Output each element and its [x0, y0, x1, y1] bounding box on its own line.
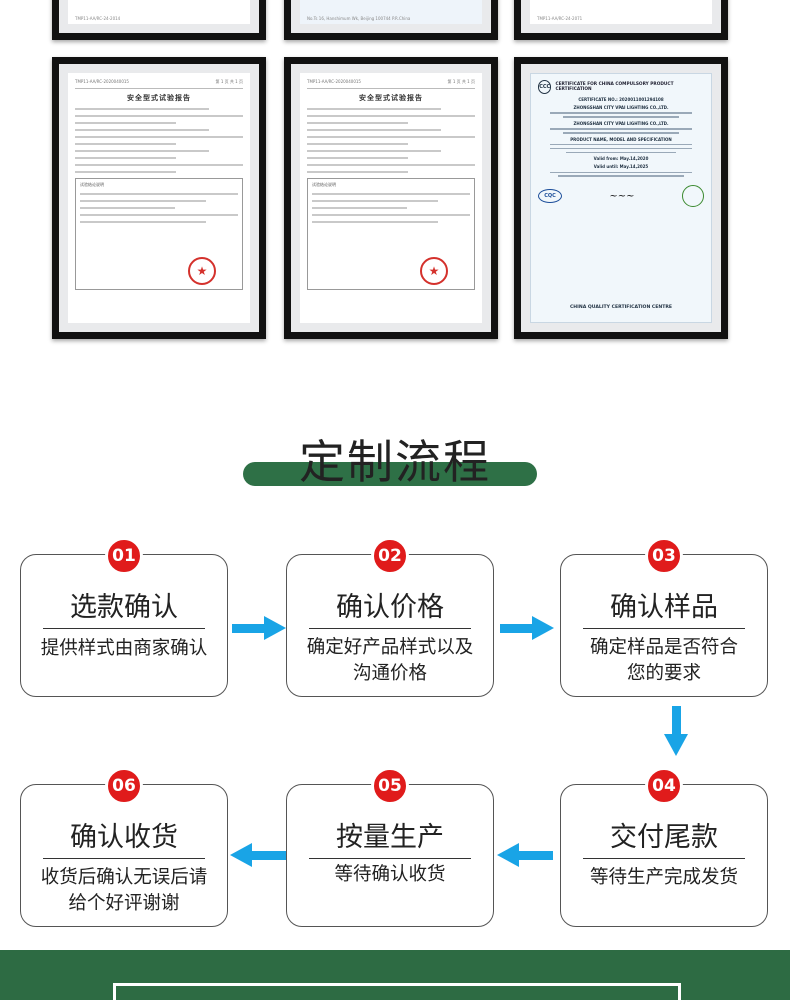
step-description-line: 等待生产完成发货 — [589, 867, 738, 888]
step-name: 选款确认 — [70, 592, 178, 623]
step-description: 提供样式由商家确认 — [29, 636, 219, 662]
frame-footer: No.Ts 16, Hanshimum Wk, Beijing 100744 P… — [307, 16, 411, 21]
ccc-certificate: CCC CERTIFICATE FOR CHINA COMPULSORY PRO… — [530, 73, 712, 323]
step-description-line: 收货后确认无误后请 — [40, 867, 208, 888]
step-name: 按量生产 — [336, 822, 444, 853]
frame-footer: TMP11-AA/RC-24-2071 — [537, 16, 583, 21]
step-description-line: 提供样式由商家确认 — [40, 638, 208, 659]
step-description-line: 给个好评谢谢 — [68, 893, 180, 914]
conclusion-box: 试验结论说明 — [75, 178, 243, 290]
step-name: 确认价格 — [336, 592, 444, 623]
step-description: 收货后确认无误后请 给个好评谢谢 — [29, 865, 219, 917]
conclusion-title: 试验结论说明 — [80, 182, 104, 187]
title-underline-bar — [243, 462, 537, 486]
green-stamp-icon — [681, 185, 704, 208]
certificate-frame-1: TMP11-AA/RC-2020040015 第 1 页 共 1 页 安全型式试验… — [52, 57, 266, 339]
arrow-right-icon — [500, 616, 556, 641]
page-count: 第 1 页 共 1 页 — [447, 79, 475, 84]
step-name: 确认收货 — [70, 822, 178, 853]
divider — [583, 858, 745, 859]
ccc-logo-icon: CCC — [538, 80, 552, 94]
certificate-frame-top-2: No.Ts 16, Hanshimum Wk, Beijing 100744 P… — [284, 0, 498, 40]
step-description-line: 确定样品是否符合 — [589, 637, 738, 658]
divider — [309, 858, 471, 859]
certificate-frame-top-3: TMP11-AA/RC-24-2071 — [514, 0, 728, 40]
report-title: 安全型式试验报告 — [127, 94, 191, 102]
ccc-valid-until: Valid until: May.14,2025 — [593, 164, 649, 170]
report-number: TMP11-AA/RC-2020040015 — [307, 79, 361, 84]
page-count: 第 1 页 共 1 页 — [215, 79, 243, 84]
section-title: 定制流程 — [299, 435, 491, 489]
footer-band — [0, 950, 790, 1000]
frame-footer: TMP11-AA/RC-24-2014 — [75, 16, 121, 21]
cqc-logo-icon: CQC — [538, 189, 562, 204]
signature: ~~~ — [609, 190, 635, 202]
step-description: 等待确认收货 — [295, 862, 485, 888]
step-card-01: 01 选款确认 提供样式由商家确认 — [20, 537, 228, 697]
ccc-centre: CHINA QUALITY CERTIFICATION CENTRE — [569, 305, 673, 310]
footer-frame — [113, 983, 681, 1000]
arrow-left-icon — [497, 843, 553, 868]
report-number: TMP11-AA/RC-2020040015 — [75, 79, 129, 84]
step-number-badge: 01 — [105, 537, 143, 575]
step-number-badge: 04 — [645, 767, 683, 805]
divider — [583, 628, 745, 629]
ccc-manufacturer: ZHONGSHAN CITY VPAI LIGHTING CO.,LTD. — [573, 120, 669, 126]
certificate-frame-3: CCC CERTIFICATE FOR CHINA COMPULSORY PRO… — [514, 57, 728, 339]
arrow-down-icon — [664, 706, 689, 758]
arrow-left-icon — [230, 843, 286, 868]
ccc-number: CERTIFICATE NO.: 2020011001294108 — [578, 97, 664, 102]
conclusion-box: 试验结论说明 — [307, 178, 475, 290]
step-description-line: 等待确认收货 — [334, 864, 446, 885]
step-description: 确定好产品样式以及 沟通价格 — [295, 635, 485, 687]
divider — [309, 628, 471, 629]
conclusion-title: 试验结论说明 — [312, 182, 336, 187]
test-report: TMP11-AA/RC-2020040015 第 1 页 共 1 页 安全型式试验… — [300, 73, 482, 323]
divider — [43, 858, 205, 859]
ccc-valid-from: Valid from: May.14,2020 — [593, 156, 649, 162]
step-number-badge: 05 — [371, 767, 409, 805]
certificate-frame-top-1: TMP11-AA/RC-24-2014 — [52, 0, 266, 40]
step-card-02: 02 确认价格 确定好产品样式以及 沟通价格 — [286, 537, 494, 697]
red-seal-icon: ★ — [420, 257, 448, 285]
step-description: 确定样品是否符合 您的要求 — [569, 635, 759, 687]
step-number-badge: 03 — [645, 537, 683, 575]
red-seal-icon: ★ — [188, 257, 216, 285]
divider — [43, 628, 205, 629]
ccc-applicant: ZHONGSHAN CITY VPAI LIGHTING CO.,LTD. — [573, 105, 669, 110]
report-title: 安全型式试验报告 — [359, 94, 423, 102]
ccc-product: PRODUCT NAME, MODEL AND SPECIFICATION — [570, 136, 672, 142]
step-number-badge: 02 — [371, 537, 409, 575]
test-report: TMP11-AA/RC-2020040015 第 1 页 共 1 页 安全型式试验… — [68, 73, 250, 323]
step-description-line: 您的要求 — [626, 663, 701, 684]
step-card-04: 04 交付尾款 等待生产完成发货 — [560, 767, 768, 927]
step-description: 等待生产完成发货 — [569, 865, 759, 891]
step-name: 确认样品 — [610, 592, 718, 623]
step-card-03: 03 确认样品 确定样品是否符合 您的要求 — [560, 537, 768, 697]
certificate-frame-2: TMP11-AA/RC-2020040015 第 1 页 共 1 页 安全型式试验… — [284, 57, 498, 339]
step-description-line: 沟通价格 — [352, 663, 427, 684]
step-number-badge: 06 — [105, 767, 143, 805]
step-card-06: 06 确认收货 收货后确认无误后请 给个好评谢谢 — [20, 767, 228, 927]
arrow-right-icon — [232, 616, 288, 641]
step-name: 交付尾款 — [610, 822, 718, 853]
ccc-title: CERTIFICATE FOR CHINA COMPULSORY PRODUCT… — [555, 82, 674, 92]
step-description-line: 确定好产品样式以及 — [306, 637, 474, 658]
step-card-05: 05 按量生产 等待确认收货 — [286, 767, 494, 927]
